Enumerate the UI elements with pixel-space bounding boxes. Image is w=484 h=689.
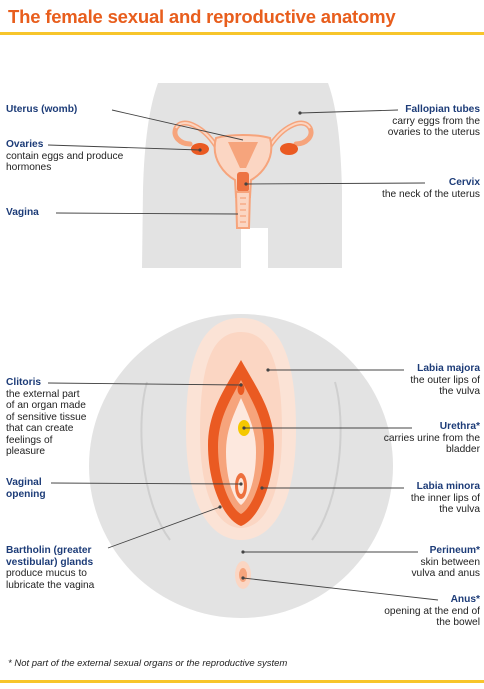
label-cervix: Cervix the neck of the uterus — [380, 177, 480, 200]
cervix-shape — [237, 172, 249, 192]
label-labia-majora-desc: the outer lips of the vulva — [410, 375, 480, 398]
label-vaginal-opening-title: Vaginal opening — [6, 477, 61, 500]
label-urethra: Urethra* carries urine from the bladder — [378, 421, 480, 456]
label-clitoris-desc: the external part of an organ made of se… — [6, 389, 86, 458]
label-ovaries-desc: contain eggs and produce hormones — [6, 151, 123, 174]
label-ovaries-title: Ovaries — [6, 139, 126, 151]
label-bartholin-glands-title: Bartholin (greater vestibular) glands — [6, 545, 122, 568]
label-clitoris: Clitoris the external part of an organ m… — [6, 377, 88, 458]
label-perineum: Perineum* skin between vulva and anus — [394, 545, 480, 580]
label-urethra-desc: carries urine from the bladder — [384, 433, 480, 456]
label-uterus-title: Uterus (womb) — [6, 104, 126, 116]
footnote: * Not part of the external sexual organs… — [8, 658, 287, 669]
label-perineum-desc: skin between vulva and anus — [411, 557, 480, 580]
label-bartholin-glands-desc: produce mucus to lubricate the vagina — [6, 568, 94, 591]
label-fallopian-tubes-title: Fallopian tubes — [372, 104, 480, 116]
label-vaginal-opening: Vaginal opening — [6, 477, 61, 500]
label-anus: Anus* opening at the end of the bowel — [382, 594, 480, 629]
label-urethra-title: Urethra* — [378, 421, 480, 433]
label-uterus: Uterus (womb) — [6, 104, 126, 116]
label-anus-title: Anus* — [382, 594, 480, 606]
label-labia-minora-title: Labia minora — [396, 481, 480, 493]
label-fallopian-tubes: Fallopian tubes carry eggs from the ovar… — [372, 104, 480, 139]
ovary-right — [280, 143, 298, 155]
label-labia-minora: Labia minora the inner lips of the vulva — [396, 481, 480, 516]
bottom-rule — [0, 680, 484, 683]
label-bartholin-glands: Bartholin (greater vestibular) glands pr… — [6, 545, 122, 591]
label-ovaries: Ovaries contain eggs and produce hormone… — [6, 139, 126, 174]
label-cervix-desc: the neck of the uterus — [382, 189, 480, 200]
label-fallopian-tubes-desc: carry eggs from the ovaries to the uteru… — [388, 116, 480, 139]
label-vagina-title: Vagina — [6, 207, 66, 219]
label-labia-minora-desc: the inner lips of the vulva — [411, 493, 480, 516]
label-vagina: Vagina — [6, 207, 66, 219]
label-perineum-title: Perineum* — [394, 545, 480, 557]
label-anus-desc: opening at the end of the bowel — [384, 606, 480, 629]
label-labia-majora-title: Labia majora — [396, 363, 480, 375]
label-labia-majora: Labia majora the outer lips of the vulva — [396, 363, 480, 398]
label-cervix-title: Cervix — [380, 177, 480, 189]
label-clitoris-title: Clitoris — [6, 377, 88, 389]
